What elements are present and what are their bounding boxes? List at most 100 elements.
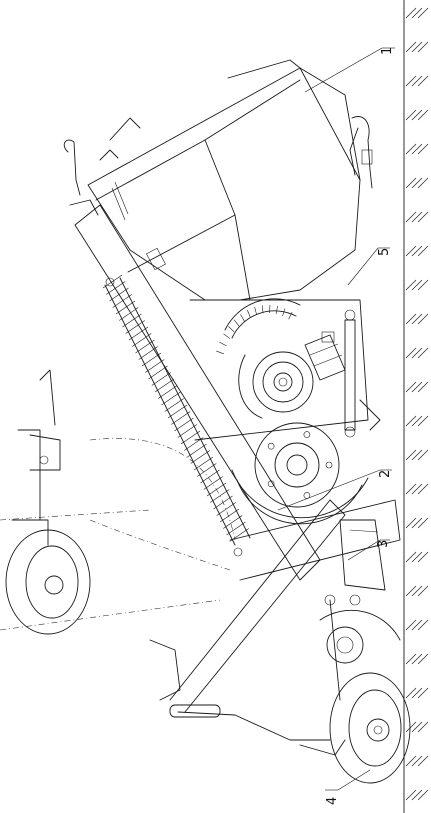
spring-coil xyxy=(177,424,197,438)
hatch-mark xyxy=(411,721,423,733)
hatch-mark xyxy=(411,483,423,495)
hatch-mark xyxy=(405,177,417,189)
hatch-mark xyxy=(405,7,417,19)
spring-coil xyxy=(148,365,168,380)
spring-coil xyxy=(138,346,158,360)
spring-coil xyxy=(216,502,236,516)
hatch-mark xyxy=(417,551,429,563)
sprocket-tooth xyxy=(282,308,286,317)
spring-coil xyxy=(193,456,214,471)
spring-coil xyxy=(203,476,223,490)
hatch-mark xyxy=(417,347,429,359)
hatch-mark xyxy=(405,517,417,529)
spring-coil xyxy=(171,411,191,425)
spring-coil xyxy=(132,333,152,347)
spring-coil xyxy=(219,508,240,523)
spring-coil xyxy=(119,307,139,321)
spring-coil xyxy=(226,521,246,536)
sprocket-tooth xyxy=(233,319,240,327)
hatch-mark xyxy=(417,415,429,427)
hatch-mark xyxy=(411,109,423,121)
spring-coil xyxy=(210,489,230,503)
hatch-mark xyxy=(411,7,423,19)
disc-bolt xyxy=(267,480,275,488)
disc-bolt xyxy=(267,442,275,450)
hatch-mark xyxy=(417,653,429,665)
hatch-mark xyxy=(411,313,423,325)
hatch-mark xyxy=(405,687,417,699)
depth-wheel xyxy=(299,672,411,784)
hatch-mark xyxy=(417,687,429,699)
spring-coil xyxy=(154,378,175,393)
spring-coil xyxy=(187,443,207,458)
hatch-mark xyxy=(417,381,429,393)
sprocket-tooth xyxy=(254,307,257,315)
hatch-mark xyxy=(405,721,417,733)
spring-coil xyxy=(158,385,178,399)
spring-coil xyxy=(115,300,136,315)
sprocket-tooth xyxy=(216,350,224,355)
hatch-mark xyxy=(405,653,417,665)
hatch-mark xyxy=(417,619,429,631)
hatch-mark xyxy=(411,177,423,189)
hatch-mark xyxy=(405,313,417,325)
hatch-mark xyxy=(411,75,423,87)
hatch-mark xyxy=(405,755,417,767)
callout-5: 5 xyxy=(377,248,392,256)
hatch-mark xyxy=(405,585,417,597)
spring-coil xyxy=(106,281,126,295)
spring-coil xyxy=(164,398,184,412)
ground-hatching xyxy=(405,7,429,801)
hatch-mark xyxy=(417,721,429,733)
spring-coil xyxy=(190,450,210,464)
main-frame xyxy=(74,204,401,741)
sprocket-tooth xyxy=(261,305,264,314)
hatch-mark xyxy=(411,415,423,427)
sprocket-teeth xyxy=(216,305,293,355)
hatch-mark xyxy=(411,551,423,563)
hatch-mark xyxy=(417,517,429,529)
hatch-mark xyxy=(417,449,429,461)
hatch-mark xyxy=(405,347,417,359)
disc-bolt xyxy=(303,431,311,438)
spring-coil xyxy=(180,430,201,445)
spring-coil xyxy=(135,339,155,354)
sprocket-tooth xyxy=(219,341,227,347)
hatch-mark xyxy=(417,143,429,155)
hatch-mark xyxy=(405,449,417,461)
hatch-mark xyxy=(405,143,417,155)
callout-1: 1 xyxy=(380,47,395,55)
hatch-mark xyxy=(417,41,429,53)
hatch-mark xyxy=(417,177,429,189)
hatch-mark xyxy=(405,41,417,53)
hatch-mark xyxy=(417,483,429,495)
spring-coil xyxy=(122,313,142,328)
spring-coil xyxy=(197,463,217,477)
hatch-mark xyxy=(411,687,423,699)
hatch-mark xyxy=(405,245,417,257)
cutting-disc xyxy=(231,422,369,525)
hatch-mark xyxy=(411,143,423,155)
callout-2: 2 xyxy=(378,470,393,478)
hatch-mark xyxy=(411,653,423,665)
hatch-mark xyxy=(411,279,423,291)
spring-coil xyxy=(200,469,220,484)
transport-wheel-assembly xyxy=(0,369,236,635)
hatch-mark xyxy=(405,109,417,121)
spring-coil xyxy=(112,294,132,308)
spring-coil xyxy=(141,352,162,367)
spring-coil xyxy=(167,404,188,419)
hydraulic-cylinder xyxy=(344,309,381,438)
spring-coil xyxy=(174,417,194,432)
tension-spring xyxy=(102,274,251,557)
spring-coil xyxy=(229,528,249,542)
callout-4: 4 xyxy=(325,797,340,805)
hatch-mark xyxy=(411,41,423,53)
hopper-body xyxy=(87,59,361,301)
hatch-mark xyxy=(405,619,417,631)
hatch-mark xyxy=(411,347,423,359)
hatch-mark xyxy=(417,279,429,291)
hatch-mark xyxy=(405,789,417,801)
hydraulic-motor xyxy=(304,331,346,381)
